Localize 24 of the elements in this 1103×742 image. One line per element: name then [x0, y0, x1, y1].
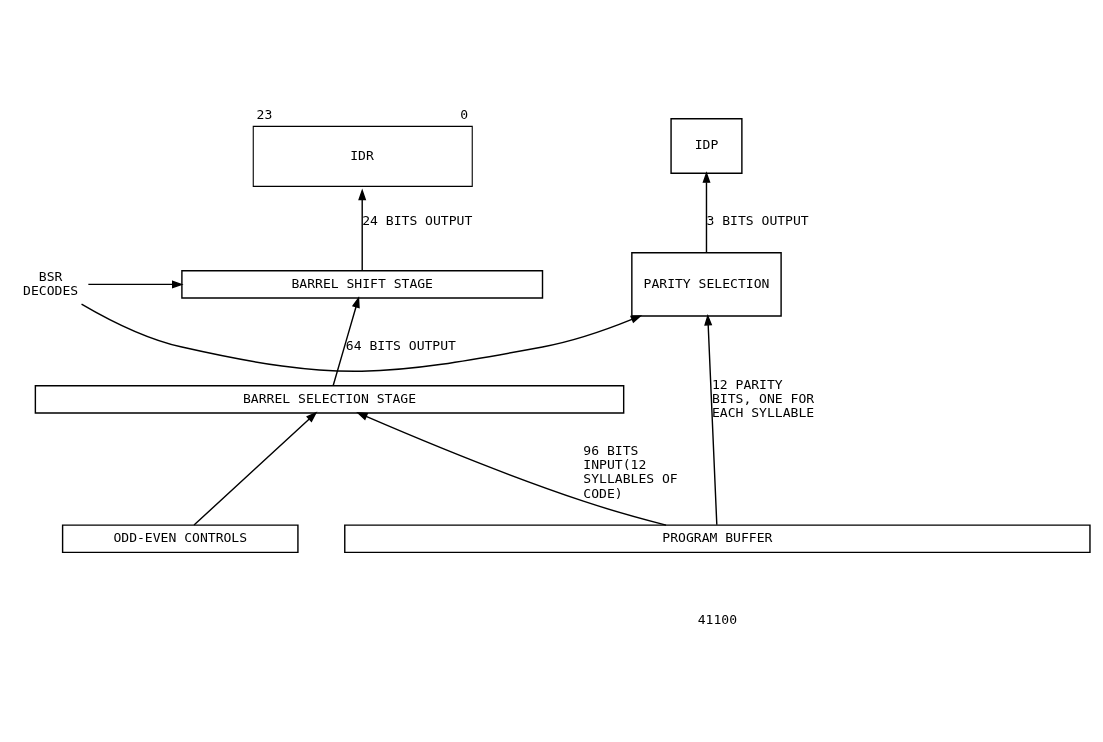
node-box: IDP — [670, 118, 743, 174]
node-box: PARITY SELECTION — [631, 252, 782, 317]
edge-label: 3 BITS OUTPUT — [706, 213, 809, 229]
node-box: ODD-EVEN CONTROLS — [61, 524, 299, 554]
node-label: 0 — [460, 107, 469, 123]
node-box: BARREL SELECTION STAGE — [34, 385, 625, 414]
arrow — [332, 296, 360, 386]
arrow — [193, 411, 318, 526]
node-box: PROGRAM BUFFER — [344, 524, 1091, 554]
arrow — [356, 412, 667, 526]
arrow — [80, 303, 643, 372]
node-text: BSR DECODES — [23, 268, 79, 298]
node-box: BARREL SHIFT STAGE — [181, 270, 544, 299]
edge-label: 24 BITS OUTPUT — [362, 213, 473, 229]
edge-label: 96 BITS INPUT(12 SYLLABLES OF CODE) — [583, 443, 678, 501]
arrow — [704, 313, 718, 526]
arrow — [87, 280, 184, 289]
edge-label: 64 BITS OUTPUT — [345, 338, 456, 354]
arrow — [702, 171, 711, 254]
label: 41100 — [697, 612, 738, 628]
edge-label: 12 PARITY BITS, ONE FOR EACH SYLLABLE — [711, 376, 815, 420]
arrow — [358, 188, 367, 272]
node-box: IDR — [252, 125, 473, 187]
node-label: 23 — [256, 107, 273, 123]
